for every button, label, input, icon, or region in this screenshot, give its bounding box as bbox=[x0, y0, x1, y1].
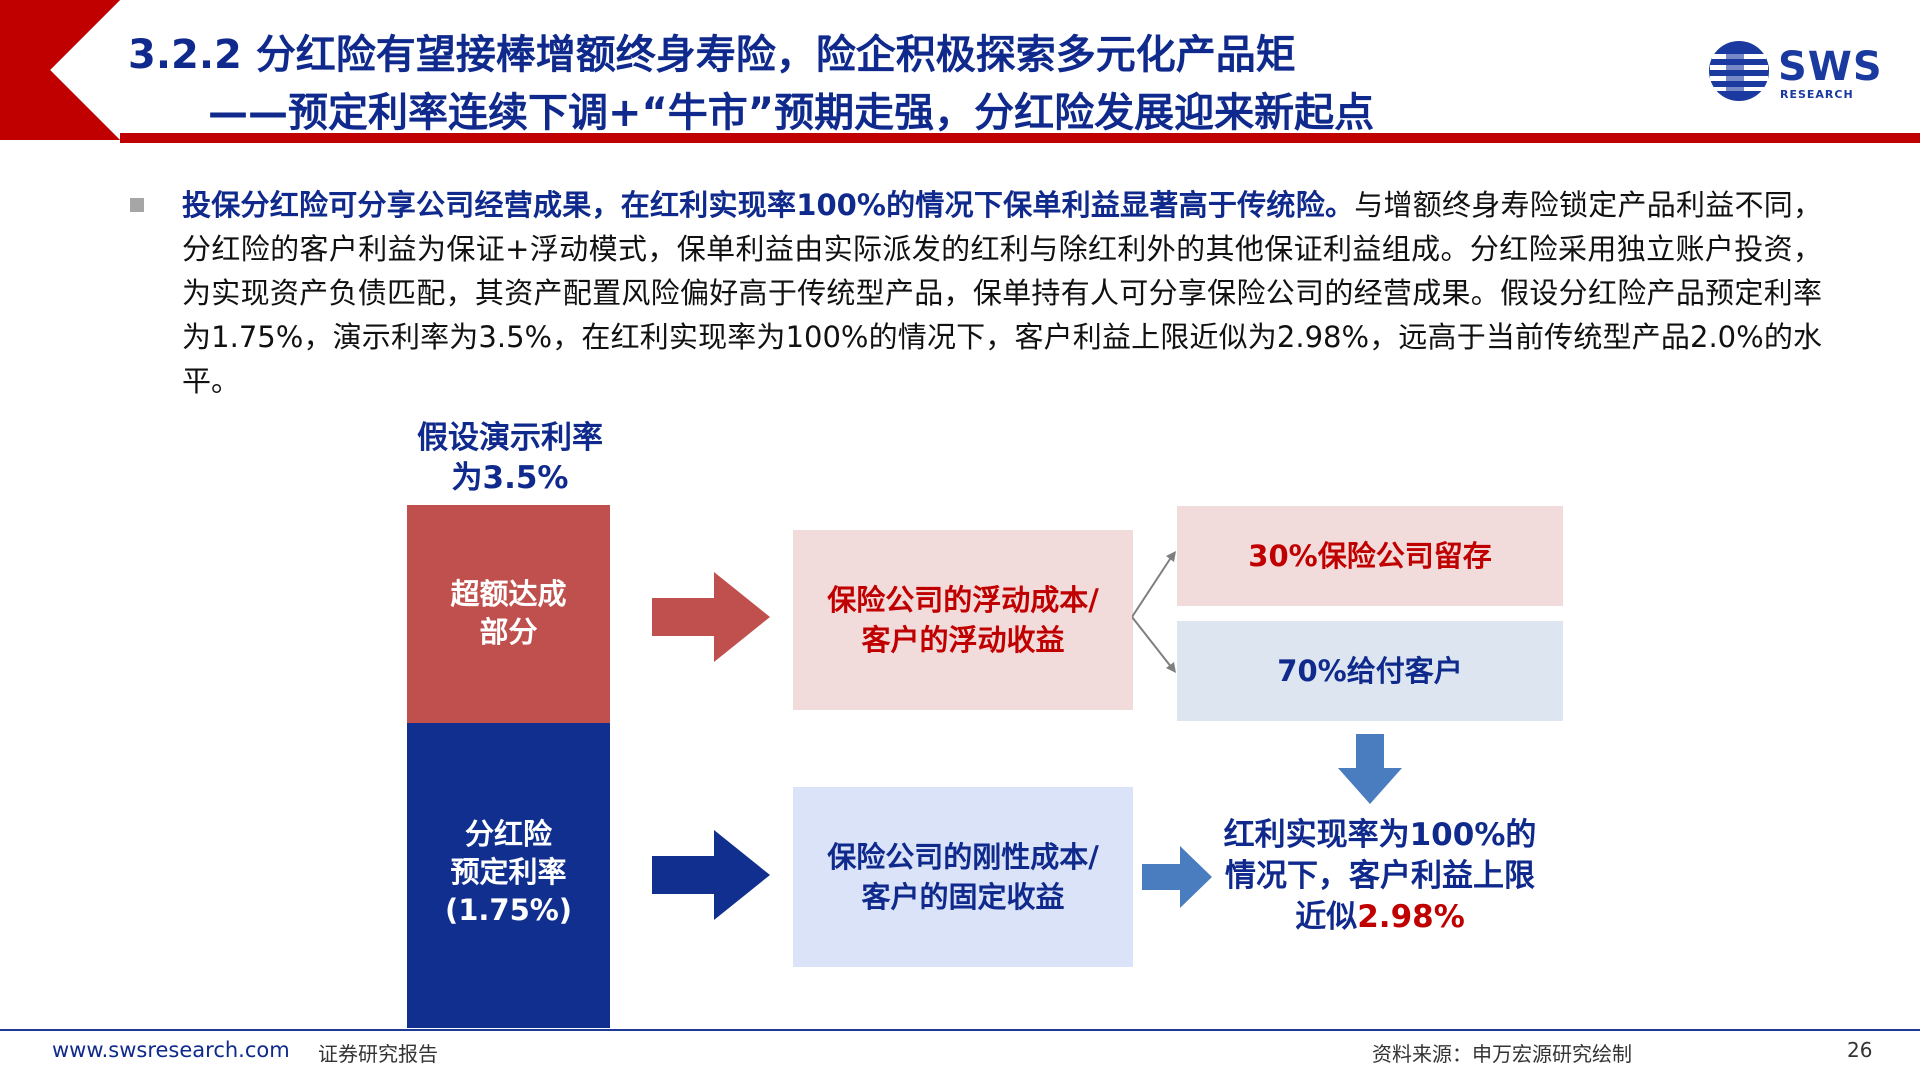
title-divider bbox=[120, 133, 1920, 143]
result-line3-prefix: 近似 bbox=[1295, 899, 1358, 935]
page-title-line2: ——预定利率连续下调+“牛市”预期走强，分红险发展迎来新起点 bbox=[208, 90, 1375, 136]
rigid-cost-box: 保险公司的刚性成本/ 客户的固定收益 bbox=[793, 787, 1133, 967]
page-number: 26 bbox=[1847, 1038, 1873, 1062]
split-connector-icon bbox=[1132, 551, 1176, 673]
result-highlight-value: 2.98% bbox=[1357, 899, 1465, 935]
footer-website-link[interactable]: www.swsresearch.com bbox=[52, 1038, 290, 1062]
header-chevron-accent bbox=[0, 0, 120, 140]
dividend-rate-bar: 分红险 预定利率 (1.75%) bbox=[407, 723, 610, 1028]
floating-cost-box: 保险公司的浮动成本/ 客户的浮动收益 bbox=[793, 530, 1133, 710]
rigid-line2: 客户的固定收益 bbox=[861, 880, 1065, 914]
floating-line2: 客户的浮动收益 bbox=[861, 623, 1065, 657]
red-right-arrow-icon bbox=[652, 572, 770, 662]
demo-rate-line1: 假设演示利率 bbox=[417, 420, 603, 456]
paragraph-text: 与增额终身寿险锁定产品利益不同，分红险的客户利益为保证+浮动模式，保单利益由实际… bbox=[182, 188, 1822, 398]
excess-line2: 部分 bbox=[479, 615, 538, 649]
body-paragraph: 投保分红险可分享公司经营成果，在红利实现率100%的情况下保单利益显著高于传统险… bbox=[182, 183, 1822, 403]
excess-portion-label: 超额达成 部分 bbox=[407, 575, 610, 651]
footer-divider bbox=[0, 1029, 1920, 1031]
excess-portion-bar: 超额达成 部分 bbox=[407, 505, 610, 723]
result-line3: 近似2.98% bbox=[1210, 897, 1550, 938]
dividend-line3: (1.75%) bbox=[444, 893, 573, 927]
retained-30-box: 30%保险公司留存 bbox=[1177, 506, 1563, 606]
down-arrow-icon bbox=[1338, 734, 1402, 804]
demo-rate-line2: 为3.5% bbox=[451, 460, 569, 496]
result-line2: 情况下，客户利益上限 bbox=[1225, 858, 1535, 894]
paragraph-lead: 投保分红险可分享公司经营成果，在红利实现率100%的情况下保单利益显著高于传统险… bbox=[182, 188, 1355, 222]
logo-wordmark: SWS bbox=[1778, 44, 1883, 90]
footer-doc-type: 证券研究报告 bbox=[318, 1042, 438, 1066]
excess-line1: 超额达成 bbox=[450, 577, 567, 611]
small-right-arrow-icon bbox=[1142, 846, 1212, 908]
dividend-line2: 预定利率 bbox=[450, 855, 567, 889]
blue-right-arrow-icon bbox=[652, 830, 770, 920]
bullet-square-icon bbox=[130, 198, 144, 212]
rigid-line1: 保险公司的刚性成本/ bbox=[827, 840, 1099, 874]
dividend-rate-label: 分红险 预定利率 (1.75%) bbox=[407, 815, 610, 929]
sws-globe-icon bbox=[1709, 41, 1769, 101]
sws-logo: SWS RESEARCH bbox=[1706, 38, 1882, 101]
demo-rate-label: 假设演示利率 为3.5% bbox=[400, 418, 620, 498]
floating-line1: 保险公司的浮动成本/ bbox=[827, 583, 1099, 617]
page-title-line1: 3.2.2 分红险有望接棒增额终身寿险，险企积极探索多元化产品矩 bbox=[128, 32, 1296, 78]
result-line1: 红利实现率为100%的 bbox=[1223, 817, 1537, 853]
logo-subtitle: RESEARCH bbox=[1780, 88, 1854, 101]
dividend-line1: 分红险 bbox=[464, 817, 552, 851]
footer-source: 资料来源：申万宏源研究绘制 bbox=[1372, 1042, 1632, 1066]
customer-70-box: 70%给付客户 bbox=[1177, 621, 1563, 721]
result-text: 红利实现率为100%的 情况下，客户利益上限 近似2.98% bbox=[1210, 815, 1550, 938]
